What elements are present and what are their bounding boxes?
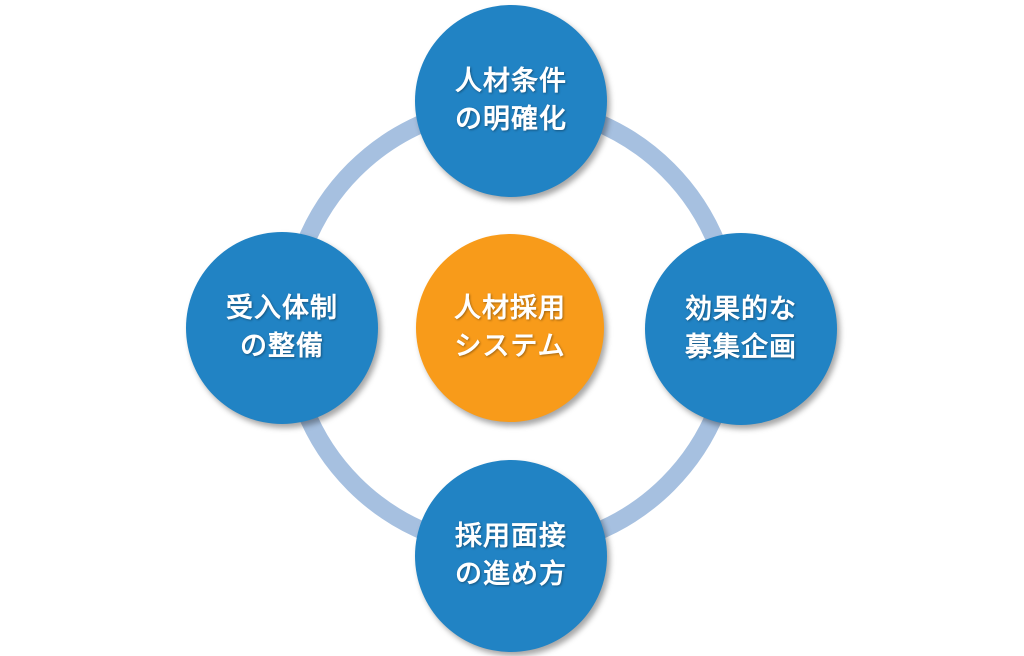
node-top-line1: 人材条件: [455, 66, 567, 97]
center-node: 人材採用 システム: [416, 234, 604, 422]
center-node-line2: システム: [454, 331, 566, 362]
node-right-line2: 募集企画: [685, 332, 797, 363]
node-right: 効果的な 募集企画: [645, 233, 837, 425]
node-bottom-line1: 採用面接: [455, 521, 567, 552]
node-bottom-line2: の進め方: [455, 559, 567, 590]
node-top: 人材条件 の明確化: [415, 5, 607, 197]
center-node-line1: 人材採用: [454, 293, 566, 324]
node-left-line2: の整備: [240, 331, 324, 362]
node-left-line1: 受入体制: [226, 293, 338, 324]
node-left: 受入体制 の整備: [186, 232, 378, 424]
node-bottom: 採用面接 の進め方: [415, 460, 607, 652]
node-top-line2: の明確化: [455, 104, 567, 135]
node-right-line1: 効果的な: [685, 294, 797, 325]
